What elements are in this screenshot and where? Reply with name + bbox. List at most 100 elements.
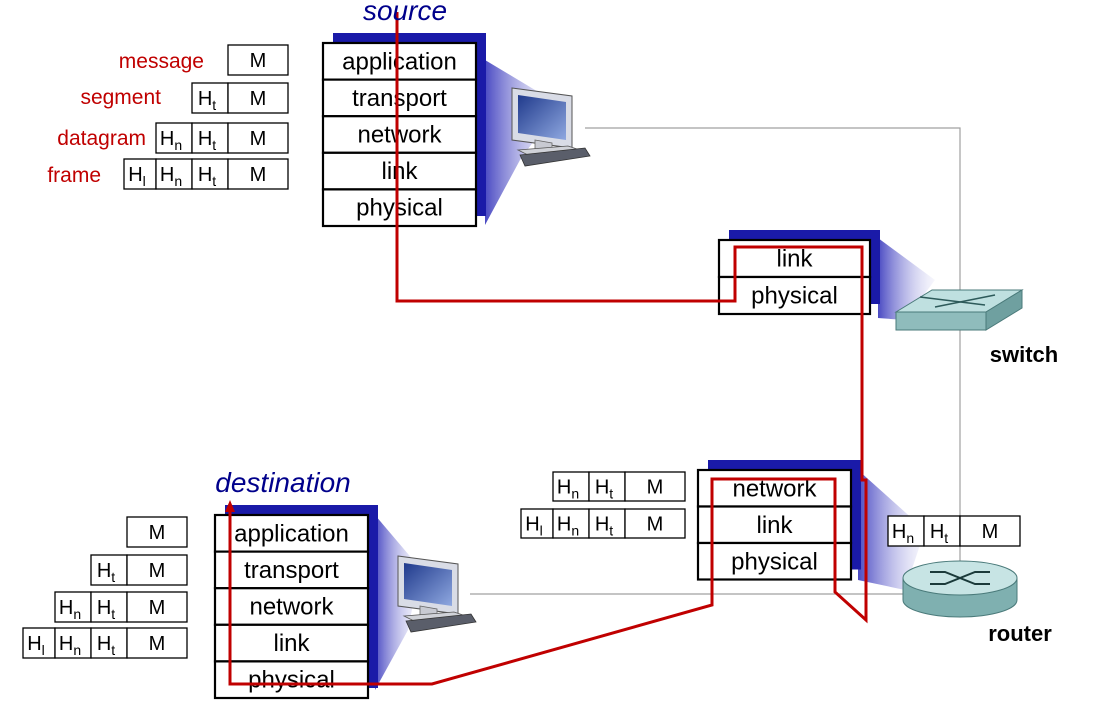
router-layer-link: [696, 505, 853, 545]
destination-computer-icon: [397, 555, 477, 633]
header-label-t: Ht: [595, 514, 613, 539]
header-cell-t: [191, 158, 229, 190]
header-label-t: Ht: [198, 128, 216, 153]
header-cell-t: [191, 82, 229, 114]
source-layer-label-application: application: [342, 48, 457, 75]
header-cell-l: [123, 158, 157, 190]
source-layer-label-physical: physical: [356, 195, 443, 222]
unit-label-frame: frame: [47, 164, 101, 187]
router-layer-label-physical: physical: [731, 548, 818, 575]
header-label-t: Ht: [97, 597, 115, 622]
header-label-m: M: [149, 597, 166, 619]
destination-layer-label-physical: physical: [248, 667, 335, 694]
header-label-t: Ht: [97, 633, 115, 658]
header-cell-t: [923, 515, 961, 547]
header-cell-t: [90, 627, 128, 659]
header-label-l: Hl: [525, 514, 543, 539]
header-cell-m: [227, 158, 289, 190]
header-label-t: Ht: [198, 88, 216, 113]
header-cell-n: [887, 515, 925, 547]
header-label-m: M: [250, 128, 267, 150]
source-layer-application: [321, 41, 478, 81]
router-layer-label-link: link: [756, 512, 793, 539]
header-cell-m: [126, 516, 188, 548]
header-label-m: M: [250, 88, 267, 110]
header-label-t: Ht: [198, 164, 216, 189]
destination-layer-label-transport: transport: [244, 557, 339, 584]
header-label-t: Ht: [930, 521, 948, 546]
router-label: router: [988, 621, 1052, 646]
header-label-m: M: [647, 477, 664, 499]
header-label-m: M: [149, 560, 166, 582]
header-cell-m: [126, 554, 188, 586]
unit-label-message: message: [119, 50, 204, 73]
header-cell-t: [588, 508, 626, 539]
header-cell-n: [54, 627, 92, 659]
header-cell-n: [552, 508, 590, 539]
unit-label-datagram: datagram: [57, 127, 146, 150]
source-packet-1: Ht M: [191, 82, 289, 114]
source-title: source: [363, 0, 447, 26]
header-label-m: M: [250, 164, 267, 186]
destination-layer-transport: [213, 550, 370, 590]
source-layer-transport: [321, 78, 478, 118]
header-cell-n: [54, 591, 92, 623]
header-label-t: Ht: [595, 477, 613, 502]
header-cell-t: [191, 122, 229, 154]
data-flow-path: [228, 12, 868, 686]
destination-title: destination: [215, 467, 350, 498]
header-cell-m: [624, 471, 686, 502]
switch-layer-label-link: link: [776, 246, 813, 273]
source-packet-0: M: [227, 44, 289, 76]
switch-icon: [894, 289, 1024, 331]
header-label-m: M: [647, 514, 664, 536]
router-icon: [902, 560, 1018, 618]
source-layer-label-transport: transport: [352, 85, 447, 112]
switch-layer-physical: [717, 275, 872, 316]
header-cell-m: [959, 515, 1021, 547]
destination-layer-physical: [213, 660, 370, 700]
unit-labels: message segment datagram frame: [47, 50, 204, 187]
header-cell-l: [520, 508, 554, 539]
header-cell-m: [227, 44, 289, 76]
source-layer-network: [321, 115, 478, 154]
header-label-m: M: [149, 633, 166, 655]
source-layer-label-link: link: [381, 158, 418, 185]
source-layer-physical: [321, 188, 478, 228]
source-computer-icon: [511, 87, 591, 167]
header-cell-t: [90, 591, 128, 623]
destination-layer-label-network: network: [249, 594, 334, 621]
header-label-l: Hl: [128, 164, 146, 189]
header-label-m: M: [149, 522, 166, 544]
header-cell-m: [126, 627, 188, 659]
header-label-l: Hl: [27, 633, 45, 658]
arrow-head-icon: [225, 500, 235, 512]
destination-packet-0: M: [126, 516, 188, 548]
header-cell-m: [624, 508, 686, 539]
destination-layer-application: [213, 513, 370, 553]
switch-label: switch: [990, 342, 1058, 367]
switch-layer-label-physical: physical: [751, 283, 838, 310]
header-cell-m: [126, 591, 188, 623]
router-layer-physical: [696, 541, 853, 581]
header-cell-m: [227, 82, 289, 114]
header-label-m: M: [982, 521, 999, 543]
unit-label-segment: segment: [80, 86, 161, 109]
header-label-m: M: [250, 50, 267, 72]
switch-protocol-stack: link physical: [717, 230, 880, 316]
destination-layer-network: [213, 587, 370, 626]
